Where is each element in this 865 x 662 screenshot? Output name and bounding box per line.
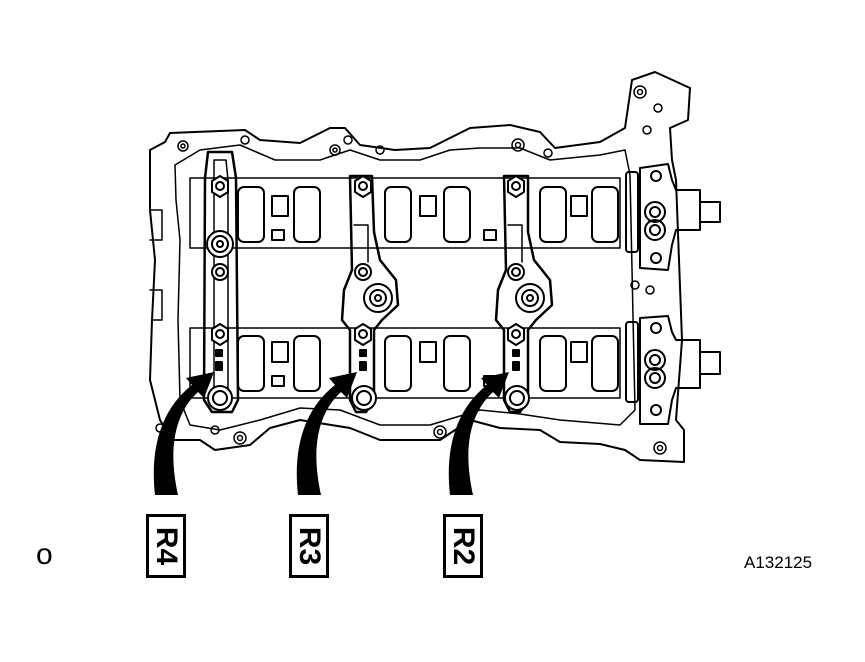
callout-r2-label: R2 xyxy=(447,526,480,566)
arrow-r4 xyxy=(153,372,214,495)
callout-r4-label: R4 xyxy=(150,526,183,566)
lower-camshaft xyxy=(189,327,621,399)
arrow-r3 xyxy=(296,372,357,495)
callout-r4: R4 xyxy=(146,514,186,578)
lower-camshaft-end xyxy=(625,315,721,425)
upper-camshaft xyxy=(189,177,621,249)
figure-id: A132125 xyxy=(744,553,813,572)
upper-camshaft-end xyxy=(625,163,721,271)
callout-r3: R3 xyxy=(289,514,329,578)
corner-mark: o xyxy=(36,538,53,571)
bearing-cap-r2 xyxy=(494,174,554,414)
callout-arrows xyxy=(153,372,509,495)
left-edge-detail xyxy=(149,209,163,321)
cylinder-head-inner-outline xyxy=(174,144,636,431)
bearing-cap-r4 xyxy=(202,150,240,414)
callout-r3-label: R3 xyxy=(293,526,326,566)
perimeter-bolt-holes xyxy=(155,85,667,455)
arrow-r2 xyxy=(448,372,509,495)
callout-r2: R2 xyxy=(443,514,483,578)
bearing-cap-r3 xyxy=(340,174,400,414)
